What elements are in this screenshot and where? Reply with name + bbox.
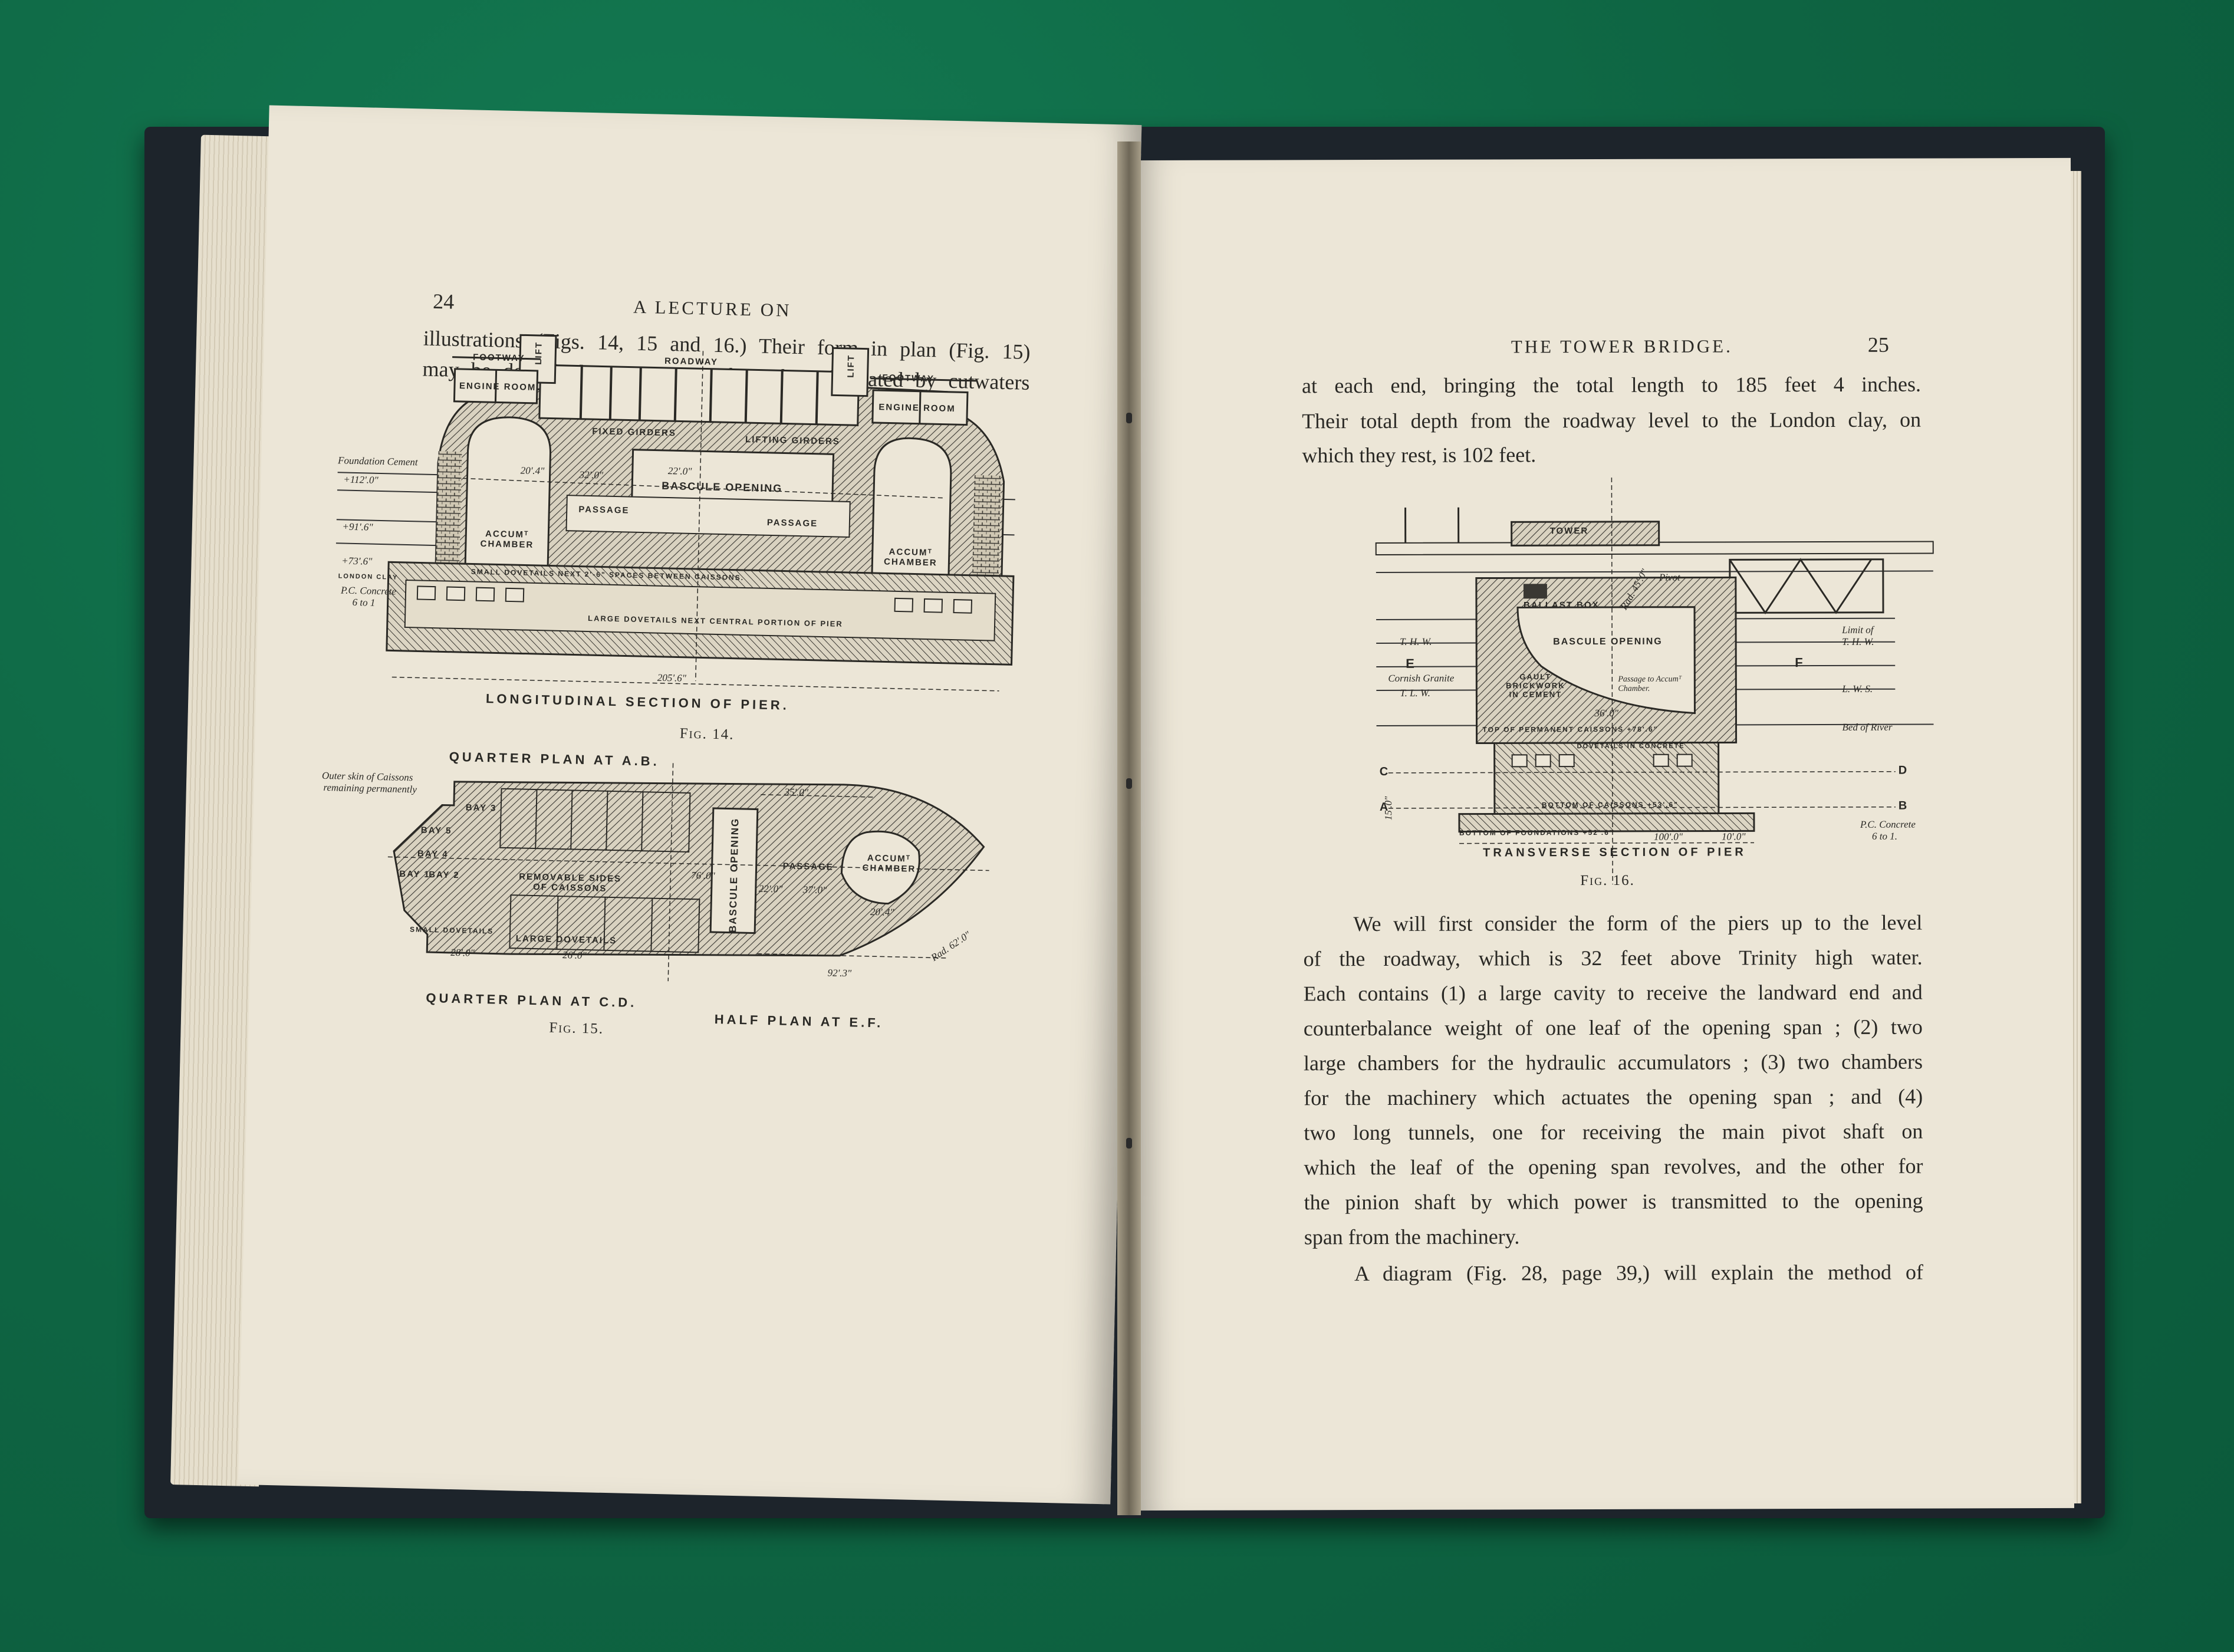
- label-tower: TOWER: [1549, 526, 1589, 537]
- body-line: for the machinery which actuates the ope…: [1304, 1084, 1923, 1110]
- body-line: of the roadway, which is 32 feet above T…: [1303, 945, 1923, 971]
- label-e: E: [1406, 656, 1416, 671]
- label-dim-37: 37'.0": [802, 884, 827, 896]
- label-accum-right: ACCUMᵀ CHAMBER: [883, 547, 937, 568]
- label-dim-76: 76'.0": [691, 870, 716, 881]
- label-roadway: ROADWAY: [664, 356, 719, 367]
- body-line: two long tunnels, one for receiving the …: [1304, 1119, 1923, 1145]
- label-footway-right: FOOTWAY: [882, 373, 935, 384]
- label-dim-100: 100'.0": [1653, 831, 1683, 843]
- label-passage-plan: PASSAGE: [782, 861, 834, 873]
- label-bed-of-river: Bed of River: [1842, 721, 1893, 733]
- label-dim-22-plan: 22'.0": [758, 883, 783, 895]
- label-level-2: +91'.6": [342, 521, 373, 533]
- label-ratio: 6 to 1: [352, 596, 376, 608]
- label-lws: L. W. S.: [1842, 683, 1873, 695]
- label-dim-10: 10'.0": [1721, 831, 1746, 843]
- body-line: counterbalance weight of one leaf of the…: [1303, 1015, 1923, 1041]
- label-passage-left: PASSAGE: [578, 504, 630, 516]
- label-foundation-cement: Foundation Cement: [337, 455, 418, 468]
- label-accum-plan: ACCUMᵀ CHAMBER: [862, 853, 916, 874]
- right-page: THE TOWER BRIDGE. 25 at each end, bringi…: [1127, 157, 2074, 1511]
- body-line: the pinion shaft by which power is trans…: [1304, 1189, 1923, 1215]
- figure-16: TOWER Pivot BALLAST BOX BASCULE OPENING …: [1127, 158, 2071, 888]
- label-remaining: remaining permanently: [323, 781, 417, 795]
- label-tlw: T. L. W.: [1400, 687, 1430, 699]
- label-pc-concrete: P.C. Concrete: [340, 584, 397, 597]
- label-passage-accum: Passage to Accumᵀ Chamber.: [1618, 674, 1682, 693]
- label-a: A: [1379, 800, 1390, 814]
- label-dim-22: 22'.0": [667, 465, 692, 477]
- binding-hole: [1126, 413, 1132, 423]
- label-bottom-foundations: BOTTOM OF FOUNDATIONS +52'.6": [1459, 828, 1614, 837]
- label-d: D: [1898, 764, 1909, 777]
- left-page: 24 A LECTURE ON illustrations (Figs. 14,…: [238, 105, 1142, 1505]
- label-dim-28: 28'.0": [450, 946, 475, 959]
- transverse-section-drawing: [1375, 477, 1934, 884]
- book-gutter: [1117, 141, 1141, 1515]
- label-ratio-16: 6 to 1.: [1871, 830, 1898, 842]
- label-limit: Limit of: [1842, 624, 1874, 636]
- label-gault: GAULT BRICKWORK IN CEMENT: [1506, 672, 1565, 699]
- label-permanent-caissons: TOP OF PERMANENT CAISSONS +78'.6": [1482, 725, 1659, 734]
- label-b: B: [1898, 799, 1909, 812]
- label-removable-sides: REMOVABLE SIDES OF CAISSONS: [519, 871, 622, 894]
- label-engine-room-left: ENGINE ROOM: [459, 380, 537, 393]
- label-bay-4: BAY 4: [417, 848, 449, 860]
- label-london-clay: LONDON CLAY: [338, 572, 399, 581]
- longitudinal-section-drawing: [335, 334, 1015, 982]
- label-ballast-box: BALLAST BOX: [1523, 600, 1600, 611]
- label-bay-3: BAY 3: [465, 802, 497, 814]
- label-level-1: +112'.0": [343, 473, 379, 486]
- label-bottom-caissons: BOTTOM OF CAISSONS +53'.6": [1541, 800, 1679, 809]
- body-line: Each contains (1) a large cavity to rece…: [1303, 980, 1923, 1006]
- label-f: F: [1795, 655, 1804, 670]
- label-dim-20: 20'.4": [520, 465, 545, 477]
- label-cornish-granite: Cornish Granite: [1388, 672, 1455, 684]
- label-bay-1: BAY 1: [399, 868, 430, 880]
- label-passage-right: PASSAGE: [766, 517, 818, 529]
- label-level-3: +73'.6": [341, 555, 373, 567]
- figure-14-caption: Fig. 14.: [679, 725, 735, 743]
- body-line: A diagram (Fig. 28, page 39,) will expla…: [1354, 1260, 1923, 1286]
- label-lift-left: LIFT: [533, 341, 544, 365]
- label-dim-92: 92'.3": [827, 967, 852, 979]
- label-limit-thw: T. H. W.: [1842, 636, 1874, 647]
- label-pc-concrete-16: P.C. Concrete: [1860, 818, 1916, 830]
- figure-15-caption: Fig. 15.: [549, 1019, 604, 1037]
- figure-16-caption: Fig. 16.: [1580, 872, 1635, 889]
- label-accum-left: ACCUMᵀ CHAMBER: [480, 529, 534, 550]
- label-dim-20-plan: 20'.4": [870, 906, 894, 918]
- label-thw: T. H. W.: [1400, 636, 1432, 647]
- label-footway-left: FOOTWAY: [472, 352, 525, 364]
- body-line: which the leaf of the opening span revol…: [1304, 1154, 1923, 1180]
- binding-hole: [1126, 1138, 1132, 1148]
- label-dim-overall: 205'.6": [657, 672, 687, 684]
- body-line: span from the machinery.: [1304, 1225, 1520, 1249]
- label-bascule-opening-16: BASCULE OPENING: [1553, 636, 1663, 647]
- label-dim-32: 32'.0": [579, 469, 604, 481]
- label-dim-35: 35'.0": [784, 786, 809, 798]
- label-fixed-girders: FIXED GIRDERS: [592, 426, 677, 439]
- label-bay-2: BAY 2: [429, 869, 460, 881]
- figure-16-title: TRANSVERSE SECTION OF PIER: [1483, 845, 1746, 860]
- label-dovetails: DOVETAILS IN CONCRETE: [1577, 742, 1685, 751]
- figure-14: FOOTWAY FOOTWAY ROADWAY ENGINE ROOM ENGI…: [269, 106, 1142, 1037]
- label-engine-room-right: ENGINE ROOM: [879, 402, 956, 414]
- label-c: C: [1379, 765, 1390, 778]
- label-dim-26: 26'.0": [562, 949, 587, 962]
- label-dim-36: 36'.0": [1594, 707, 1619, 719]
- label-bay-5: BAY 5: [420, 825, 452, 836]
- label-lifting-girders: LIFTING GIRDERS: [745, 434, 841, 447]
- label-pivot: Pivot: [1659, 571, 1680, 583]
- body-line: We will first consider the form of the p…: [1353, 910, 1923, 936]
- body-line: large chambers for the hydraulic accumul…: [1303, 1049, 1923, 1075]
- label-lift-right: LIFT: [845, 354, 857, 378]
- binding-hole: [1126, 778, 1132, 789]
